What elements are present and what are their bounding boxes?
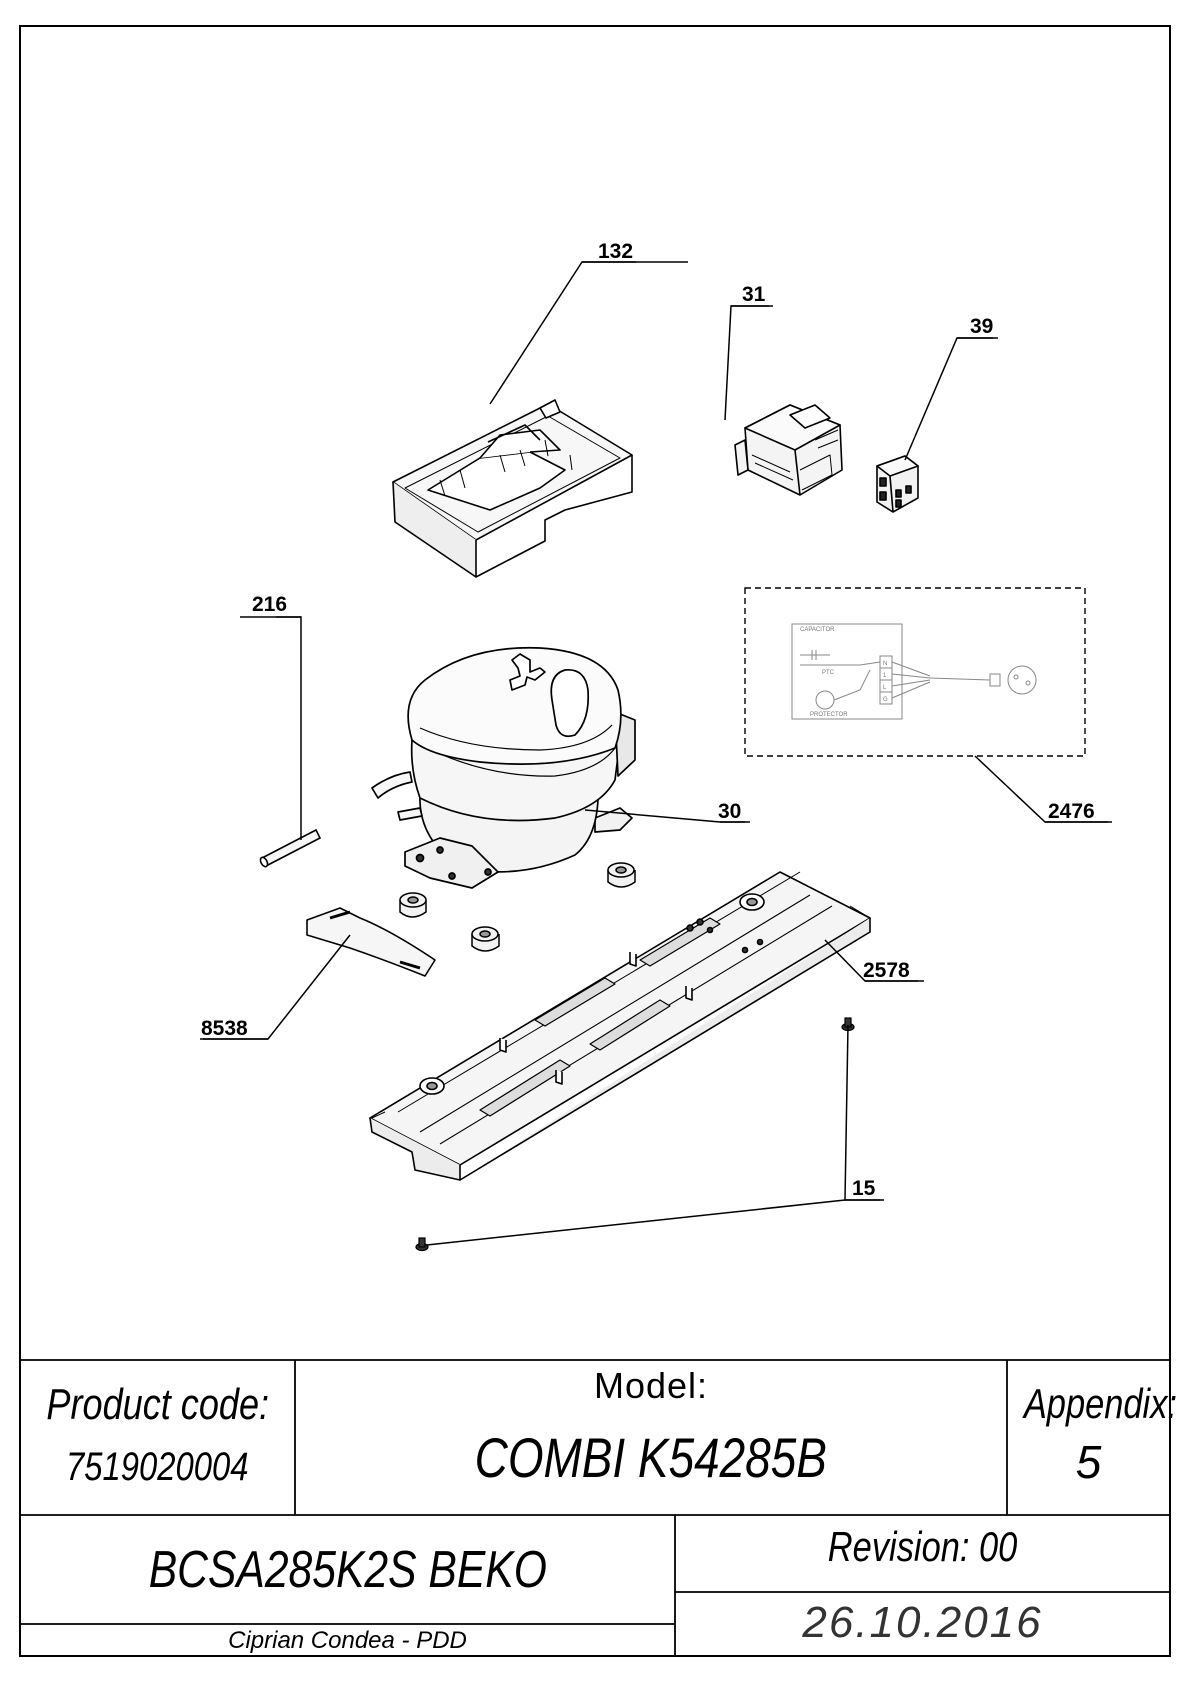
callout-underlines [200,261,1112,1201]
wiring-terminal-label: 1 [883,673,887,679]
screw [415,1237,429,1252]
wiring-diagram-frame [744,587,1086,757]
grommet [471,926,500,952]
wiring-protector-label: PROTECTOR [810,712,848,718]
callout-15: 15 [852,1177,876,1200]
author: Ciprian Condea - PDD [228,1627,467,1654]
revision: Revision: 00 [827,1523,1018,1570]
wiring-ptc-label: PTC [822,670,835,676]
rubber-grommets [399,862,636,952]
callout-2476: 2476 [1048,800,1095,823]
part-2578-base-plate [369,871,871,1181]
callout-labels: 132 31 39 216 30 2476 2578 8538 15 [201,240,1095,1200]
part-39-relay [876,455,919,513]
callout-39: 39 [970,315,993,338]
callout-216: 216 [252,593,287,616]
title-block-grid [20,1359,1170,1656]
appendix-label: Appendix: [1023,1380,1177,1427]
part-31-relay-cover [734,404,843,496]
part-8538-plate [306,907,436,977]
callout-132: 132 [598,240,633,263]
grommet [399,892,427,918]
appendix-value: 5 [1075,1436,1102,1488]
leader-lines [203,261,1108,1246]
product-code-label: Product code: [46,1380,269,1429]
callout-8538: 8538 [201,1017,248,1040]
part-30-compressor [371,646,636,889]
grommet [607,862,636,888]
part-216-tube [259,828,322,868]
callout-30: 30 [718,800,741,823]
wiring-capacitor-label: CAPACITOR [800,627,835,633]
model-value: COMBI K54285B [474,1426,828,1489]
model-label: Model: [593,1365,709,1406]
callout-31: 31 [742,283,766,306]
part-132-cover-box [392,399,633,578]
part-2476-wiring-diagram: CAPACITOR PTC PROTECTOR N 1 L G [744,587,1086,757]
sheet-border [19,25,1171,1657]
wiring-terminal-label: L [883,685,887,691]
date: 26.10.2016 [802,1598,1043,1647]
product-name: BCSA285K2S BEKO [148,1541,547,1599]
wiring-terminal-label: N [883,661,887,667]
callout-2578: 2578 [863,959,910,982]
product-code-value: 7519020004 [66,1445,249,1489]
wiring-terminal-label: G [883,697,888,703]
